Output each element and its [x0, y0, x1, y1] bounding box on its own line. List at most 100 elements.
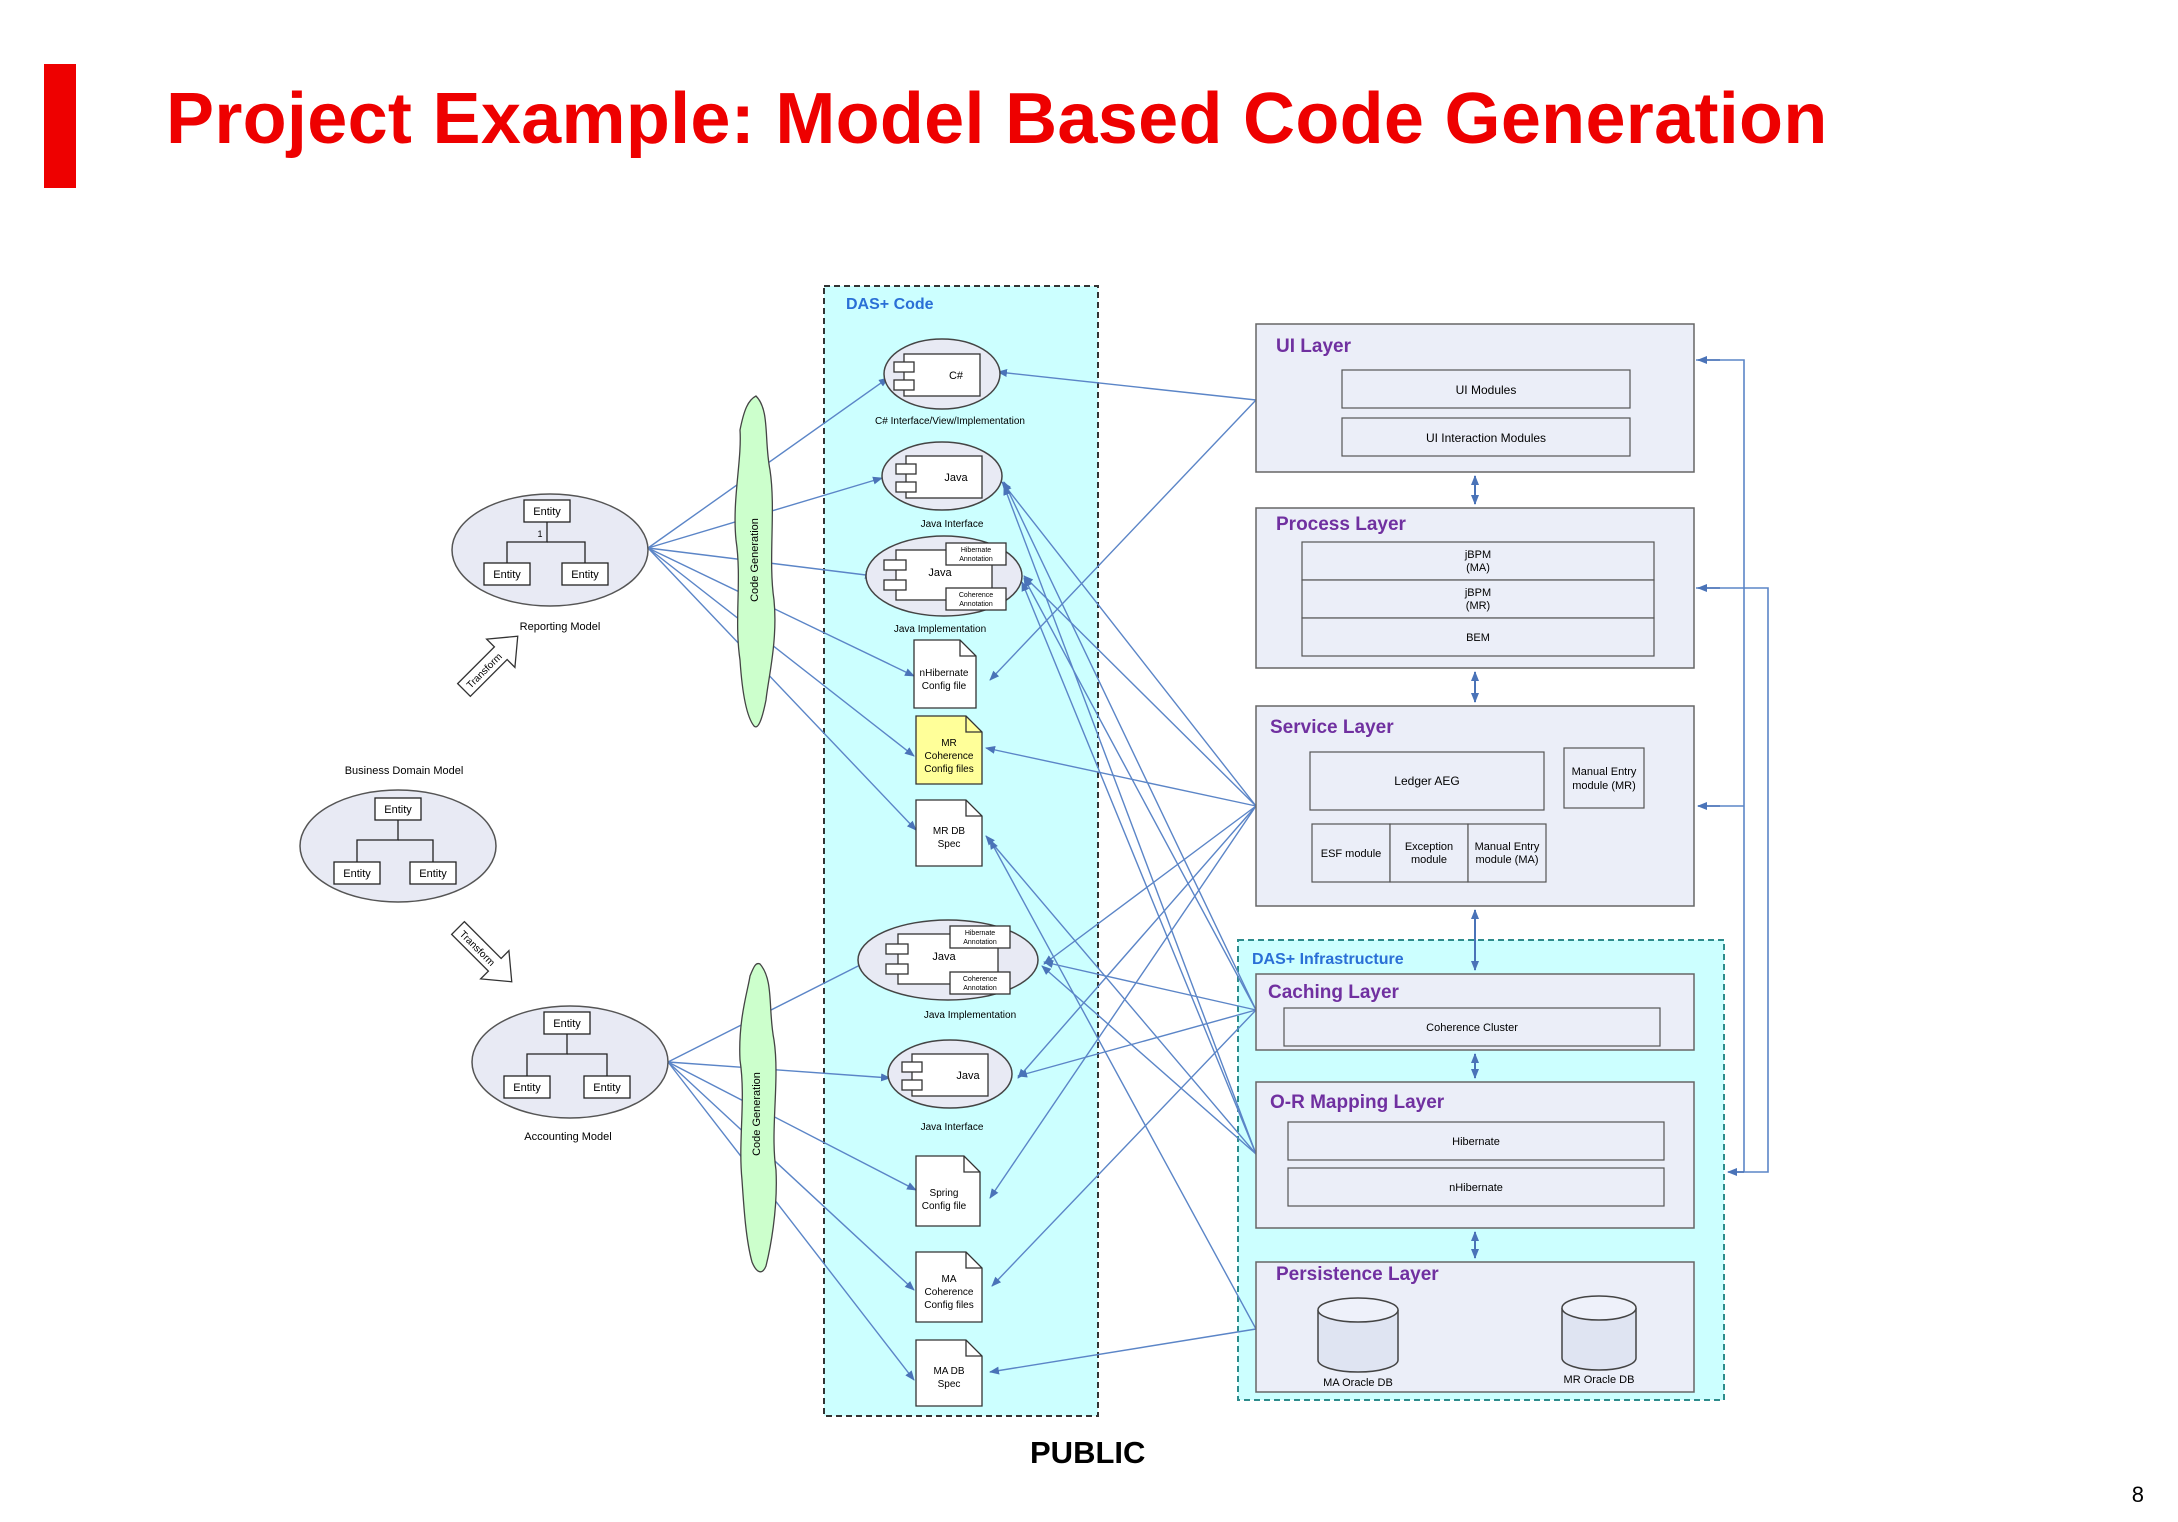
transform-arrow-down: Transform — [450, 920, 513, 983]
java-interface-top-caption: Java Interface — [921, 519, 984, 530]
jbpm-mr-box — [1301, 579, 1655, 619]
caching-layer-title: Caching Layer — [1268, 982, 1400, 1003]
ledger-aeg-label: Ledger AEG — [1394, 774, 1459, 788]
nhibernate-config-line2: Config file — [922, 681, 967, 692]
das-infrastructure-title: DAS+ Infrastructure — [1252, 951, 1404, 968]
manual-entry-ma-line2: module (MA) — [1476, 854, 1539, 866]
accounting-entity-left: Entity — [513, 1082, 541, 1094]
java-implementation-top-caption: Java Implementation — [894, 624, 986, 635]
java-interface-bottom-icon — [901, 1053, 989, 1097]
manual-entry-mr-line2: module (MR) — [1572, 780, 1636, 792]
connectors — [647, 368, 1257, 1381]
svg-text:Code Generation: Code Generation — [751, 1072, 763, 1156]
mr-coherence-config-doc — [915, 715, 983, 785]
right-feedback-arrowheads — [1697, 356, 1744, 1176]
manual-entry-mr-line1: Manual Entry — [1572, 766, 1637, 778]
mr-coherence-line2: Coherence — [925, 751, 974, 762]
ma-oracle-db-label: MA Oracle DB — [1323, 1377, 1393, 1389]
ui-modules-box — [1341, 369, 1631, 409]
business-entity-right: Entity — [419, 868, 447, 880]
hibernate-label: Hibernate — [1452, 1136, 1500, 1148]
ma-coherence-line3: Config files — [924, 1300, 973, 1311]
coherence-cluster-label: Coherence Cluster — [1426, 1022, 1518, 1034]
accounting-entity-right: Entity — [593, 1082, 621, 1094]
process-layer-title: Process Layer — [1276, 514, 1407, 535]
java-implementation-top-label: Java — [928, 567, 952, 579]
mr-oracle-db-label: MR Oracle DB — [1564, 1374, 1635, 1386]
java-implementation-bottom-caption: Java Implementation — [924, 1010, 1016, 1021]
jbpm-mr-line2: (MR) — [1466, 600, 1490, 612]
mr-coherence-line1: MR — [941, 738, 957, 749]
java-impl-top-coherence-2: Annotation — [959, 601, 993, 608]
business-domain-entity-tree — [333, 797, 457, 885]
bem-box — [1301, 617, 1655, 657]
ui-interaction-modules-label: UI Interaction Modules — [1426, 431, 1546, 445]
nhibernate-box — [1287, 1167, 1665, 1207]
reporting-entity-root: Entity — [533, 506, 561, 518]
java-interface-top-icon — [895, 455, 983, 499]
ui-layer-title: UI Layer — [1276, 336, 1352, 357]
page-number: 8 — [2131, 1482, 2144, 1507]
code-generation-cloud-bottom: Code Generation — [739, 962, 777, 1273]
business-entity-root: Entity — [384, 804, 412, 816]
manual-entry-ma-line1: Manual Entry — [1475, 841, 1540, 853]
service-layer-title: Service Layer — [1270, 717, 1394, 738]
slide-title: Project Example: Model Based Code Genera… — [166, 79, 1828, 159]
spring-config-line1: Spring — [930, 1188, 959, 1199]
reporting-multiplicity: 1 — [537, 529, 542, 539]
accounting-entity-tree — [503, 1011, 631, 1099]
mr-db-spec-line2: Spec — [938, 839, 961, 850]
exception-module-box — [1389, 823, 1469, 883]
java-impl-top-hibernate-1: Hibernate — [961, 547, 991, 554]
accounting-model-label: Accounting Model — [524, 1131, 611, 1143]
ma-oracle-db-cylinder — [1317, 1297, 1399, 1373]
reporting-entity-left: Entity — [493, 569, 521, 581]
ui-modules-label: UI Modules — [1456, 383, 1517, 397]
java-implementation-bottom-label: Java — [932, 951, 956, 963]
nhibernate-label: nHibernate — [1449, 1182, 1503, 1194]
svg-text:Code Generation: Code Generation — [749, 518, 761, 602]
java-implementation-bottom-icon — [885, 925, 1011, 995]
csharp-label: C# — [949, 370, 964, 382]
spring-config-line2: Config file — [922, 1201, 967, 1212]
ui-interaction-modules-box — [1341, 417, 1631, 457]
java-impl-bottom-hibernate-2: Annotation — [963, 939, 997, 946]
ma-coherence-line1: MA — [942, 1274, 957, 1285]
java-impl-bottom-hibernate-1: Hibernate — [965, 930, 995, 937]
or-mapping-layer-title: O-R Mapping Layer — [1270, 1092, 1445, 1113]
spring-config-doc — [915, 1155, 981, 1227]
reporting-entity-tree — [483, 499, 609, 586]
java-impl-top-hibernate-2: Annotation — [959, 556, 993, 563]
reporting-model-label: Reporting Model — [520, 621, 601, 633]
csharp-component-icon — [893, 353, 981, 397]
java-impl-bottom-coherence-2: Annotation — [963, 985, 997, 992]
classification-label: PUBLIC — [1030, 1435, 1146, 1470]
csharp-caption: C# Interface/View/Implementation — [875, 416, 1025, 427]
mr-db-spec-line1: MR DB — [933, 826, 966, 837]
accounting-entity-root: Entity — [553, 1018, 581, 1030]
ledger-aeg-box — [1309, 751, 1545, 811]
nhibernate-config-line1: nHibernate — [920, 668, 969, 679]
ma-db-spec-line1: MA DB — [933, 1366, 964, 1377]
business-domain-model-label: Business Domain Model — [345, 765, 464, 777]
esf-module-label: ESF module — [1321, 848, 1382, 860]
ma-db-spec-line2: Spec — [938, 1379, 961, 1390]
persistence-layer-title: Persistence Layer — [1276, 1264, 1439, 1285]
transform-arrow-up: Transform — [456, 635, 519, 698]
java-impl-top-coherence-1: Coherence — [959, 592, 993, 599]
mr-coherence-line3: Config files — [924, 764, 973, 775]
esf-module-box — [1311, 823, 1391, 883]
bem-label: BEM — [1466, 632, 1490, 644]
java-interface-bottom-label: Java — [956, 1070, 980, 1082]
jbpm-ma-line1: jBPM — [1464, 549, 1491, 561]
business-entity-left: Entity — [343, 868, 371, 880]
jbpm-mr-line1: jBPM — [1464, 587, 1491, 599]
exception-module-line1: Exception — [1405, 841, 1453, 853]
jbpm-ma-line2: (MA) — [1466, 562, 1490, 574]
reporting-entity-right: Entity — [571, 569, 599, 581]
ma-coherence-config-doc — [915, 1251, 983, 1323]
java-implementation-top-icon — [883, 542, 1007, 611]
code-generation-cloud-top: Code Generation — [734, 395, 776, 728]
exception-module-line2: module — [1411, 854, 1447, 866]
